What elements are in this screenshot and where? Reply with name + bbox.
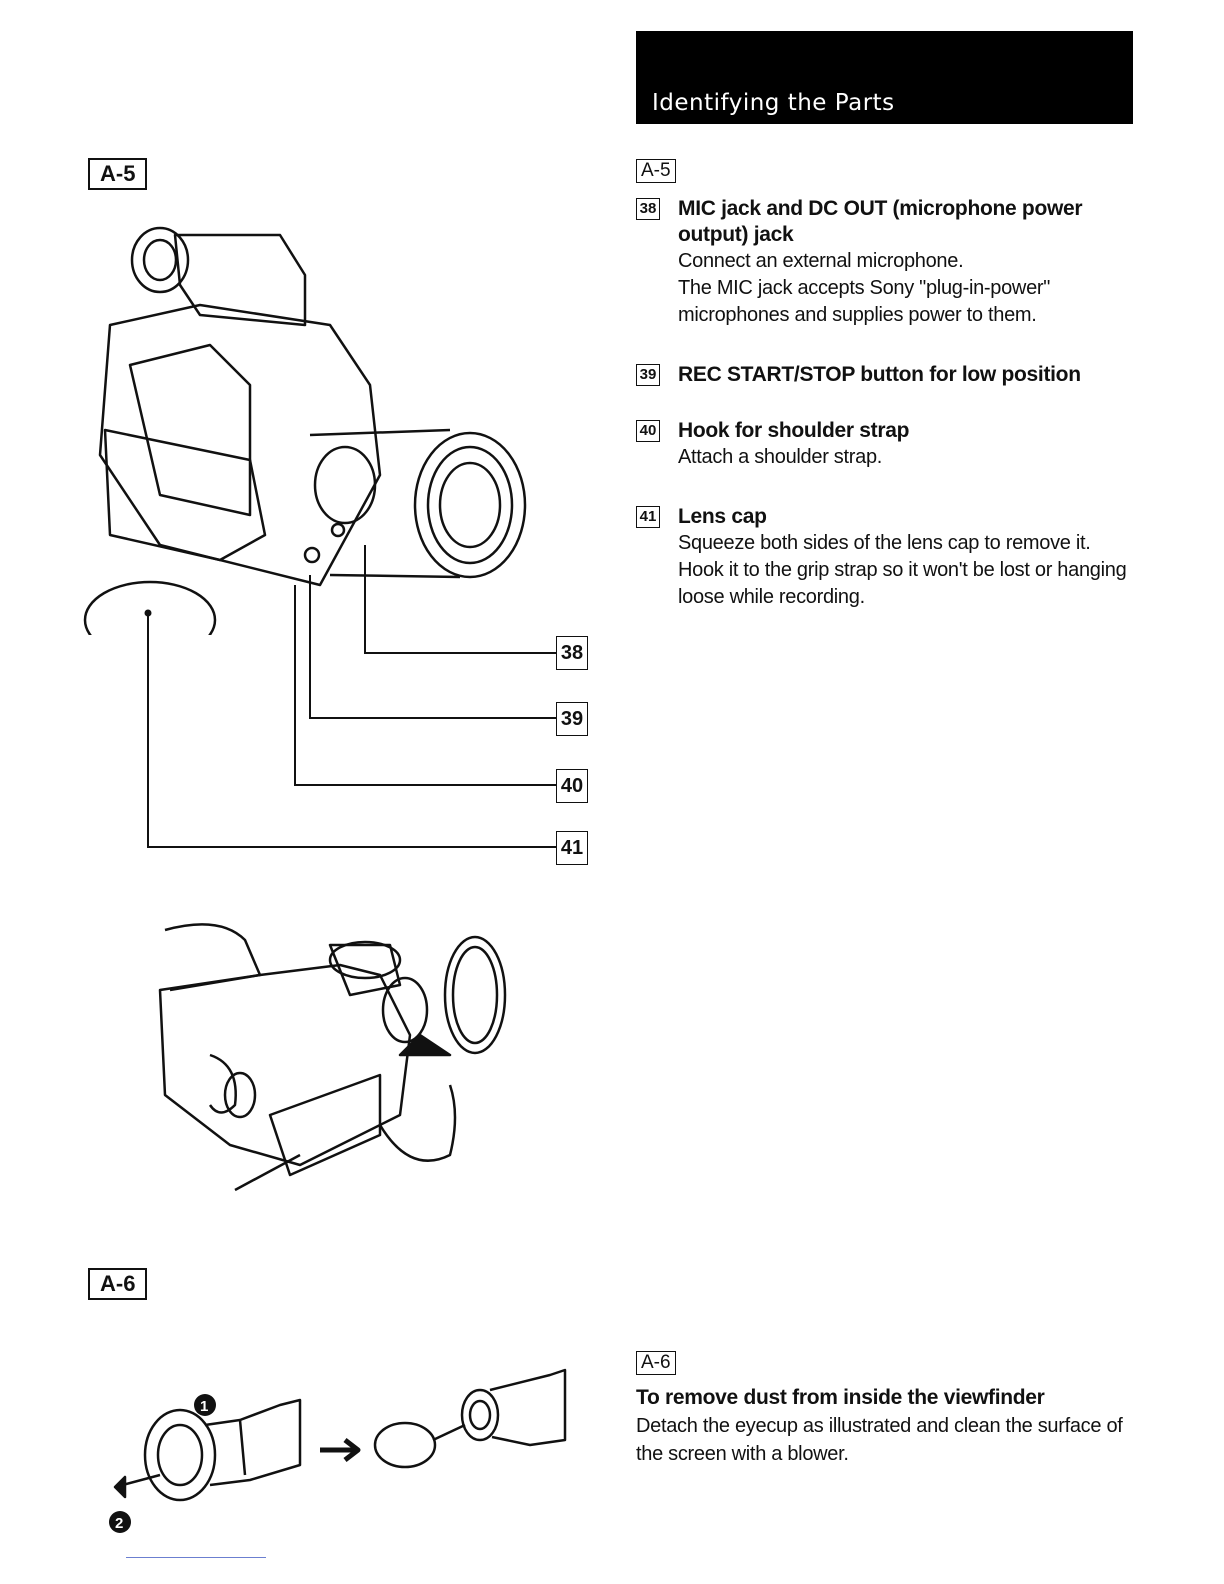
header-bar: Identifying the Parts: [636, 31, 1133, 124]
list-item-38: 38 MIC jack and DC OUT (microphone power…: [636, 196, 1136, 329]
list-item-40: 40 Hook for shoulder strap Attach a shou…: [636, 418, 1136, 471]
item-number: 41: [636, 506, 660, 528]
step-2-marker: 2: [115, 1515, 123, 1532]
a6-section: To remove dust from inside the viewfinde…: [636, 1384, 1136, 1468]
a6-tag: A-6: [636, 1351, 676, 1375]
item-desc: Connect an external microphone.: [678, 250, 964, 272]
list-item-41: 41 Lens cap Squeeze both sides of the le…: [636, 504, 1136, 611]
step-1-marker: 1: [200, 1398, 208, 1415]
callout-lines: [144, 545, 558, 848]
item-title: Lens cap: [678, 505, 767, 528]
item-number: 40: [636, 420, 660, 442]
camcorder-illustration: [83, 226, 527, 635]
callout-41: 41: [556, 831, 588, 865]
a5-tag: A-5: [636, 159, 676, 183]
item-number: 38: [636, 198, 660, 220]
footer-divider: [126, 1557, 266, 1558]
item-desc: Squeeze both sides of the lens cap to re…: [678, 532, 1127, 608]
item-title: MIC jack and DC OUT (microphone power ou…: [678, 197, 1083, 246]
item-number: 39: [636, 364, 660, 386]
section-a6-label: A-6: [88, 1268, 148, 1300]
item-title: REC START/STOP button for low position: [678, 363, 1081, 386]
section-a5-label: A-5: [88, 158, 148, 190]
a6-desc: Detach the eyecup as illustrated and cle…: [636, 1415, 1123, 1465]
eyecup-removal-illustration: 1 2: [109, 1368, 567, 1533]
callout-38: 38: [556, 636, 588, 670]
lens-cap-hook-illustration: [158, 923, 507, 1192]
item-title: Hook for shoulder strap: [678, 419, 910, 442]
callout-40: 40: [556, 769, 588, 803]
a6-title: To remove dust from inside the viewfinde…: [636, 1386, 1045, 1409]
item-desc: The MIC jack accepts Sony "plug-in-power…: [678, 277, 1051, 326]
list-item-39: 39 REC START/STOP button for low positio…: [636, 362, 1136, 388]
page-title: Identifying the Parts: [652, 90, 895, 116]
callout-39: 39: [556, 702, 588, 736]
item-desc: Attach a shoulder strap.: [678, 446, 883, 468]
